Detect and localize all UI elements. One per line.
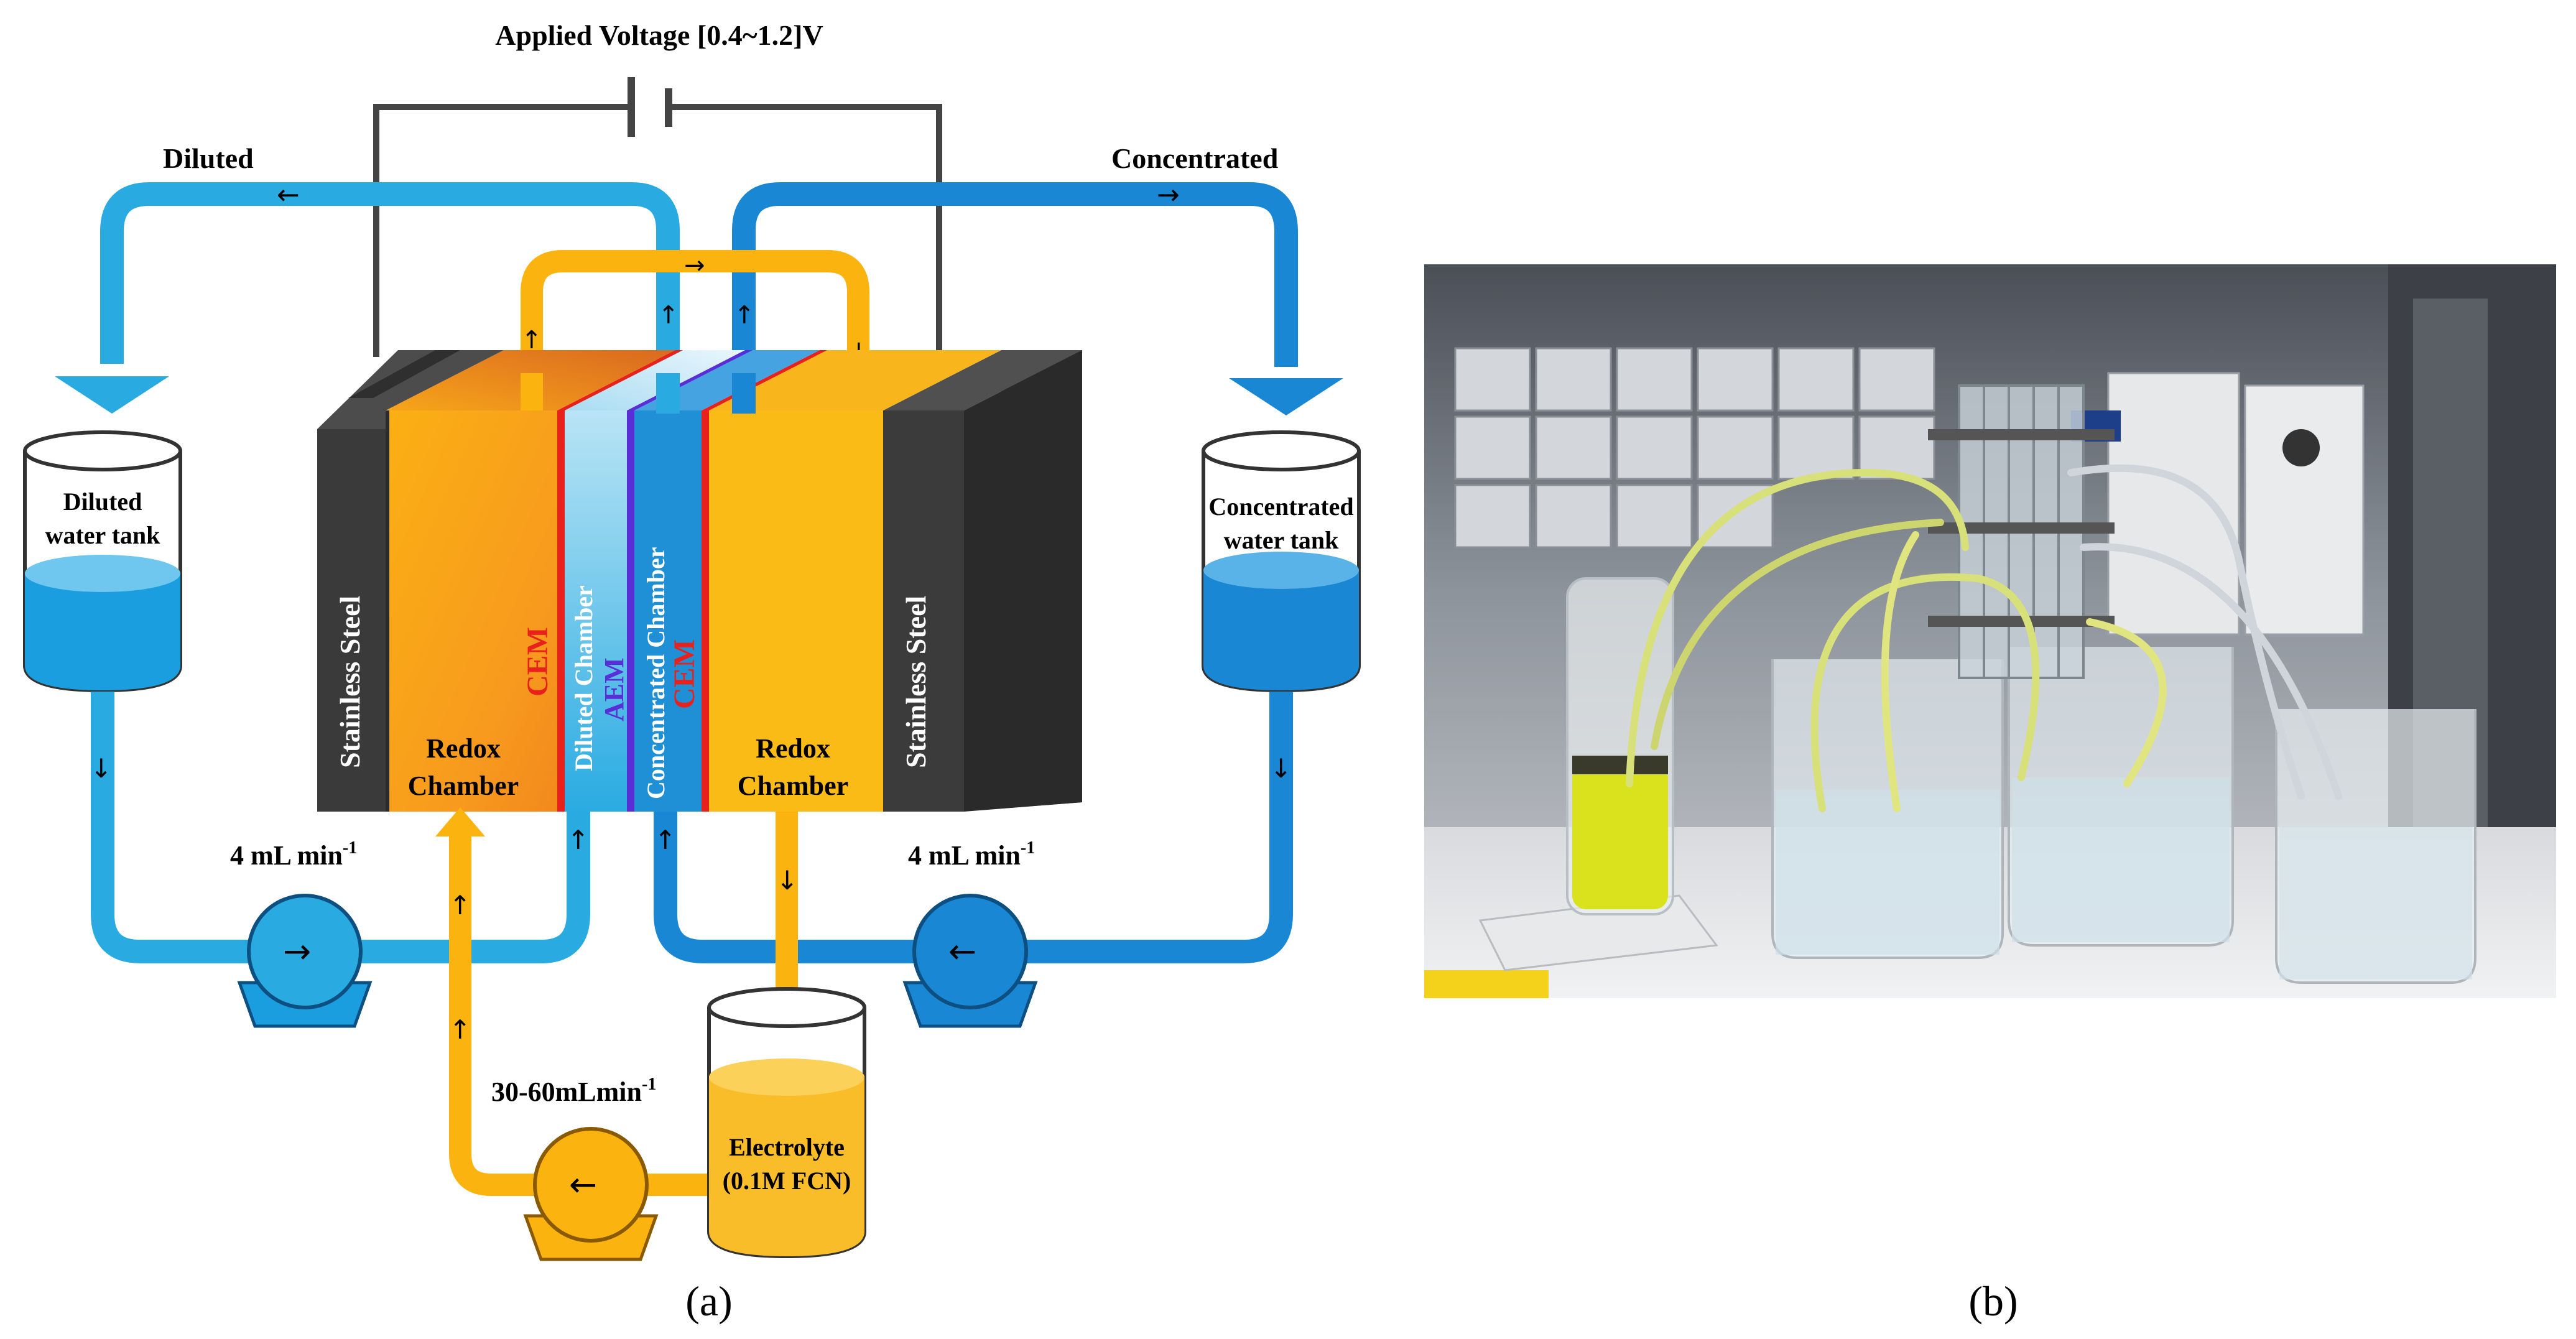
photo-pump-device	[2244, 384, 2365, 636]
cem-left-label: CEM	[521, 627, 554, 697]
photo-tubing	[1626, 464, 2342, 812]
flow-arrow-up-icon: ↑	[567, 825, 589, 855]
photo-yellow-tape	[1424, 970, 1549, 998]
flow-arrow-up-icon: ↑	[449, 890, 471, 920]
pump-arrow-left-icon: ←	[948, 932, 976, 971]
electrolyte-feed-pipe	[449, 833, 709, 1196]
concentrated-chamber-label: Concentrated Chamber	[642, 547, 670, 800]
stainless-steel-right-label: Stainless Steel	[900, 596, 932, 768]
flow-arrow-up-icon: ↑	[734, 301, 755, 330]
diluted-outflow-pipe	[100, 182, 680, 398]
flow-arrow-up-icon: ↑	[658, 301, 679, 330]
voltage-label: Applied Voltage [0.4~1.2]V	[495, 19, 823, 51]
flow-arrow-right-icon: →	[1157, 179, 1180, 211]
flow-rate-left: 4 mL min-1	[230, 838, 357, 871]
redox-chamber-right	[709, 410, 883, 812]
pump-diluted: →	[237, 894, 373, 1028]
electrolyte-label: Electrolyte	[729, 1133, 845, 1161]
flow-arrow-down-icon: ↓	[776, 865, 798, 896]
aem-label: AEM	[599, 657, 629, 721]
electrolyte-tank	[707, 987, 866, 1259]
concentrated-tank-label-2: water tank	[1224, 526, 1340, 554]
steel-right-top	[883, 350, 1082, 410]
stainless-steel-left	[317, 429, 386, 812]
cem-membrane-left	[557, 410, 565, 812]
pump-electrolyte: ←	[523, 1127, 659, 1261]
caption-b: (b)	[1968, 1277, 2018, 1325]
flow-arrow-top-icon: →	[684, 251, 705, 280]
voltage-circuit	[373, 77, 942, 365]
pump-arrow-left-icon: ←	[569, 1165, 597, 1204]
flow-rate-bottom: 30-60mLmin-1	[491, 1075, 656, 1107]
photo-drawers	[1454, 347, 1935, 549]
photo-knob	[2282, 429, 2320, 466]
electrolyte-top-pipe	[521, 250, 869, 404]
diluted-water-tank	[23, 430, 182, 693]
flow-arrow-left-icon: ←	[277, 179, 300, 211]
redox-right-label: Redox	[756, 733, 830, 764]
redox-left-label: Redox	[426, 733, 501, 764]
diluted-tank-arrowhead	[55, 376, 169, 414]
diluted-label: Diluted	[163, 142, 254, 174]
electrolyte-cell-arrowhead	[435, 807, 485, 836]
concentrated-water-tank	[1202, 430, 1361, 693]
diluted-tank-label: Diluted	[63, 488, 142, 516]
concentrated-chamber	[634, 410, 702, 812]
photo-cell-stack	[1928, 384, 2115, 679]
flow-rate-right: 4 mL min-1	[908, 838, 1035, 871]
redox-right-label-2: Chamber	[738, 771, 848, 801]
diluted-tank-label-2: water tank	[45, 521, 161, 549]
flow-arrow-down-icon: ↓	[90, 753, 112, 784]
cem-right-label: CEM	[668, 639, 701, 709]
aem-membrane	[627, 410, 634, 812]
photo-beaker	[2008, 647, 2234, 947]
cem-membrane-right	[702, 410, 709, 812]
stainless-steel-left-label: Stainless Steel	[334, 596, 366, 768]
electrolyte-label-2: (0.1M FCN)	[723, 1167, 851, 1195]
flow-arrow-up-icon: ↑	[449, 1014, 471, 1045]
redox-chamber-left	[386, 410, 557, 812]
pump-concentrated: ←	[902, 894, 1038, 1028]
concentrated-tank-arrowhead	[1229, 378, 1343, 415]
lab-photo-panel: (b)	[1424, 264, 2556, 1325]
photo-beaker	[2275, 709, 2476, 984]
flow-arrow-up-icon: ↑	[521, 326, 542, 354]
concentrated-outflow-pipe	[732, 182, 1298, 404]
flow-arrow-up-icon: ↑	[654, 825, 676, 855]
caption-a: (a)	[685, 1277, 732, 1325]
diluted-chamber	[565, 410, 627, 812]
diluted-chamber-label: Diluted Chamber	[570, 585, 598, 771]
pump-arrow-right-icon: →	[283, 932, 311, 971]
redox-left-label-2: Chamber	[408, 771, 519, 801]
concentrated-tank-label: Concentrated	[1208, 493, 1353, 521]
flow-arrow-down-icon: ↓	[1270, 753, 1292, 784]
photo-beaker	[1771, 659, 2004, 959]
concentrated-label: Concentrated	[1111, 142, 1279, 174]
schematic-panel: Applied Voltage [0.4~1.2]V Diluted ← Con…	[23, 19, 1361, 1325]
